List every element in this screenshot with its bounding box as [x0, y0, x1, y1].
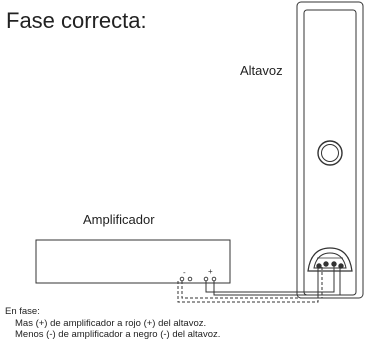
positive-wire [205, 266, 341, 298]
diagram-title: Fase correcta: [6, 8, 147, 33]
speaker-label: Altavoz [240, 63, 283, 78]
notes-line-plus: Mas (+) de amplificador a rojo (+) del a… [15, 317, 207, 329]
amp-minus-sign: - [183, 268, 186, 277]
notes-line-minus: Menos (-) de amplificador a negro (-) de… [15, 329, 221, 340]
amplifier-terminals [179, 276, 217, 282]
notes-heading: En fase: [5, 306, 40, 317]
amp-plus-sign: + [208, 267, 213, 276]
amplifier-box [35, 239, 231, 284]
speaker-cabinet [296, 1, 364, 299]
negative-wire [177, 266, 323, 303]
speaker-terminals [316, 257, 344, 269]
amplifier-label: Amplificador [83, 212, 155, 227]
notes-block: En fase: Mas (+) de amplificador a rojo … [5, 306, 220, 341]
